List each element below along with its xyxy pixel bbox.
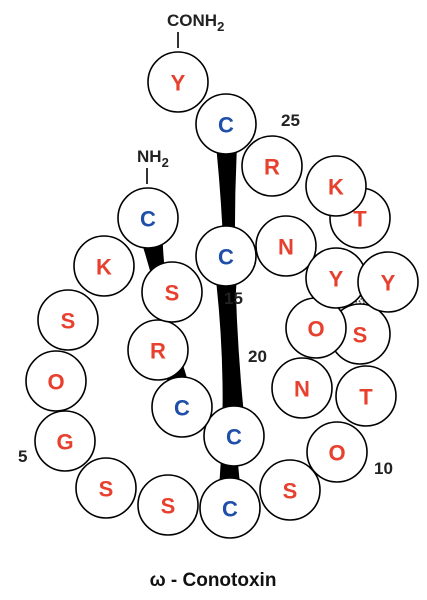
residue-1: C	[117, 187, 179, 249]
residue-11: T	[335, 365, 397, 427]
residue-10: O	[306, 421, 368, 483]
residue-16: C	[151, 376, 213, 438]
residue-letter: R	[150, 339, 166, 364]
residue-letter: S	[61, 309, 76, 334]
residue-3: S	[37, 289, 99, 351]
position-label-10: 10	[374, 459, 393, 478]
residue-circle	[259, 459, 321, 521]
residue-letter: S	[165, 281, 180, 306]
residue-letter: S	[283, 479, 298, 504]
residue-letter: S	[99, 477, 114, 502]
residue-letter: R	[264, 155, 280, 180]
residue-letter: K	[328, 175, 344, 200]
residue-letter: N	[294, 377, 310, 402]
residue-circle	[195, 93, 257, 155]
residue-circle	[73, 235, 135, 297]
residue-25: R	[241, 135, 303, 197]
residue-circle	[271, 357, 333, 419]
residue-5: G	[34, 410, 96, 472]
residue-circle	[117, 187, 179, 249]
residue-26: C	[195, 93, 257, 155]
residue-9: S	[259, 459, 321, 521]
residue-22: Y	[357, 251, 419, 313]
residue-circle	[305, 155, 367, 217]
residue-circle	[335, 365, 397, 427]
residue-letter: O	[328, 441, 345, 466]
residue-20: N	[255, 215, 317, 277]
residue-letter: S	[353, 323, 368, 348]
interaction-dot	[358, 300, 361, 303]
residue-14: N	[271, 357, 333, 419]
residue-19: C	[195, 225, 257, 287]
interaction-dot	[360, 298, 363, 300]
residue-13: O	[285, 297, 347, 359]
residue-letter: N	[278, 235, 294, 260]
n-terminus-label: NH2	[137, 147, 169, 170]
residue-circle	[151, 376, 213, 438]
position-label-5: 5	[18, 447, 27, 466]
residue-circle	[255, 215, 317, 277]
residue-letter: T	[359, 385, 373, 410]
residue-letter: O	[307, 317, 324, 342]
residue-circle	[137, 474, 199, 536]
residue-15: C	[203, 405, 265, 467]
residue-letter: C	[226, 425, 242, 450]
residue-circle	[241, 135, 303, 197]
residue-6: S	[75, 457, 137, 519]
residue-letter: O	[47, 370, 64, 395]
residue-letter: Y	[171, 71, 186, 96]
residue-circle	[306, 421, 368, 483]
residue-2: K	[73, 235, 135, 297]
residue-letter: S	[161, 494, 176, 519]
residue-circle	[37, 289, 99, 351]
residue-circle	[203, 405, 265, 467]
position-label-15: 15	[224, 289, 243, 308]
position-label-20: 20	[248, 347, 267, 366]
residue-circle	[357, 251, 419, 313]
residue-letter: G	[56, 430, 73, 455]
residue-circle	[199, 477, 261, 539]
residue-17: R	[127, 319, 189, 381]
residue-21: Y	[305, 247, 367, 309]
residue-7: S	[137, 474, 199, 536]
residue-27: Y	[147, 51, 209, 113]
residue-24: K	[305, 155, 367, 217]
residue-4: O	[25, 350, 87, 412]
residue-circle	[127, 319, 189, 381]
residue-letter: C	[140, 207, 156, 232]
residue-8: C	[199, 477, 261, 539]
residue-18: S	[141, 261, 203, 323]
diagram-title: ω - Conotoxin	[150, 570, 277, 591]
residue-circle	[141, 261, 203, 323]
residue-letter: C	[218, 245, 234, 270]
position-label-25: 25	[281, 111, 300, 130]
residue-letter: T	[353, 207, 367, 232]
residue-letter: Y	[381, 271, 396, 296]
residue-circle	[195, 225, 257, 287]
residue-letter: C	[174, 396, 190, 421]
residue-letter: Y	[329, 267, 344, 292]
residue-circle	[75, 457, 137, 519]
c-terminus-label: CONH2	[167, 11, 224, 34]
residue-circle	[25, 350, 87, 412]
residue-letter: C	[222, 497, 238, 522]
residue-circle	[147, 51, 209, 113]
residue-letter: C	[218, 113, 234, 138]
residue-circle	[34, 410, 96, 472]
residue-letter: K	[96, 255, 112, 280]
